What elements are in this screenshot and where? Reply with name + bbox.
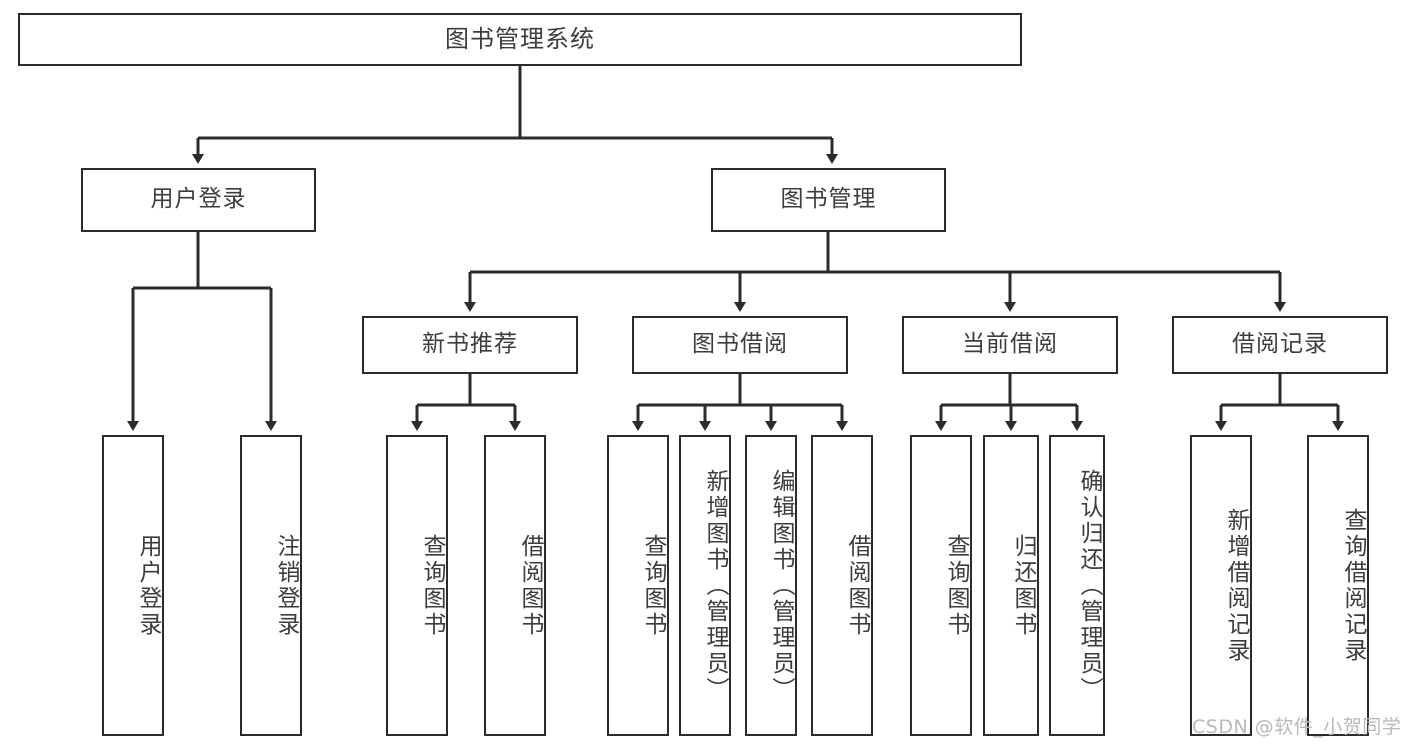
node-leaf-query-book-3[interactable]: 查询图书 <box>910 435 972 736</box>
node-label: 图书管理 <box>780 186 877 213</box>
node-label: 图书借阅 <box>692 331 788 358</box>
node-leaf-add-borrow-record[interactable]: 新增借阅记录 <box>1190 435 1252 736</box>
node-leaf-return-book[interactable]: 归还图书 <box>983 435 1039 736</box>
node-label: 用户登录 <box>135 533 161 638</box>
node-leaf-query-book-2[interactable]: 查询图书 <box>607 435 669 736</box>
node-book-management-system[interactable]: 图书管理系统 <box>18 13 1022 66</box>
node-leaf-borrow-book-2[interactable]: 借阅图书 <box>811 435 873 736</box>
csdn-watermark: CSDN @软件_小贺同学 <box>1192 716 1402 738</box>
node-book-borrow[interactable]: 图书借阅 <box>632 316 848 374</box>
node-label: 新增图书（管理员） <box>702 468 728 703</box>
node-label: 用户登录 <box>150 186 247 213</box>
node-label: 归还图书 <box>1010 533 1036 638</box>
node-label: 注销登录 <box>273 533 299 638</box>
node-book-management[interactable]: 图书管理 <box>711 168 946 232</box>
node-label: 编辑图书（管理员） <box>768 468 794 703</box>
node-leaf-edit-book-admin[interactable]: 编辑图书（管理员） <box>745 435 797 736</box>
node-label: 查询图书 <box>943 533 969 638</box>
node-current-borrow[interactable]: 当前借阅 <box>902 316 1118 374</box>
node-label: 图书管理系统 <box>445 25 595 54</box>
node-borrow-record[interactable]: 借阅记录 <box>1172 316 1388 374</box>
node-leaf-query-book-1[interactable]: 查询图书 <box>386 435 448 736</box>
node-label: 查询借阅记录 <box>1340 507 1366 664</box>
node-label: 查询图书 <box>640 533 666 638</box>
node-label: 借阅记录 <box>1232 331 1328 358</box>
node-label: 查询图书 <box>419 533 445 638</box>
node-leaf-user-login[interactable]: 用户登录 <box>102 435 164 736</box>
node-leaf-confirm-return-admin[interactable]: 确认归还（管理员） <box>1049 435 1105 736</box>
node-label: 新增借阅记录 <box>1223 507 1249 664</box>
node-label: 当前借阅 <box>962 331 1058 358</box>
node-leaf-add-book-admin[interactable]: 新增图书（管理员） <box>679 435 731 736</box>
node-user-login[interactable]: 用户登录 <box>81 168 316 232</box>
node-label: 借阅图书 <box>517 533 543 638</box>
node-label: 新书推荐 <box>422 331 518 358</box>
node-label: 借阅图书 <box>844 533 870 638</box>
node-label: 确认归还（管理员） <box>1076 468 1102 703</box>
node-leaf-borrow-book-1[interactable]: 借阅图书 <box>484 435 546 736</box>
node-leaf-logout-login[interactable]: 注销登录 <box>240 435 302 736</box>
node-new-book-recommend[interactable]: 新书推荐 <box>362 316 578 374</box>
node-leaf-query-borrow-record[interactable]: 查询借阅记录 <box>1307 435 1369 736</box>
